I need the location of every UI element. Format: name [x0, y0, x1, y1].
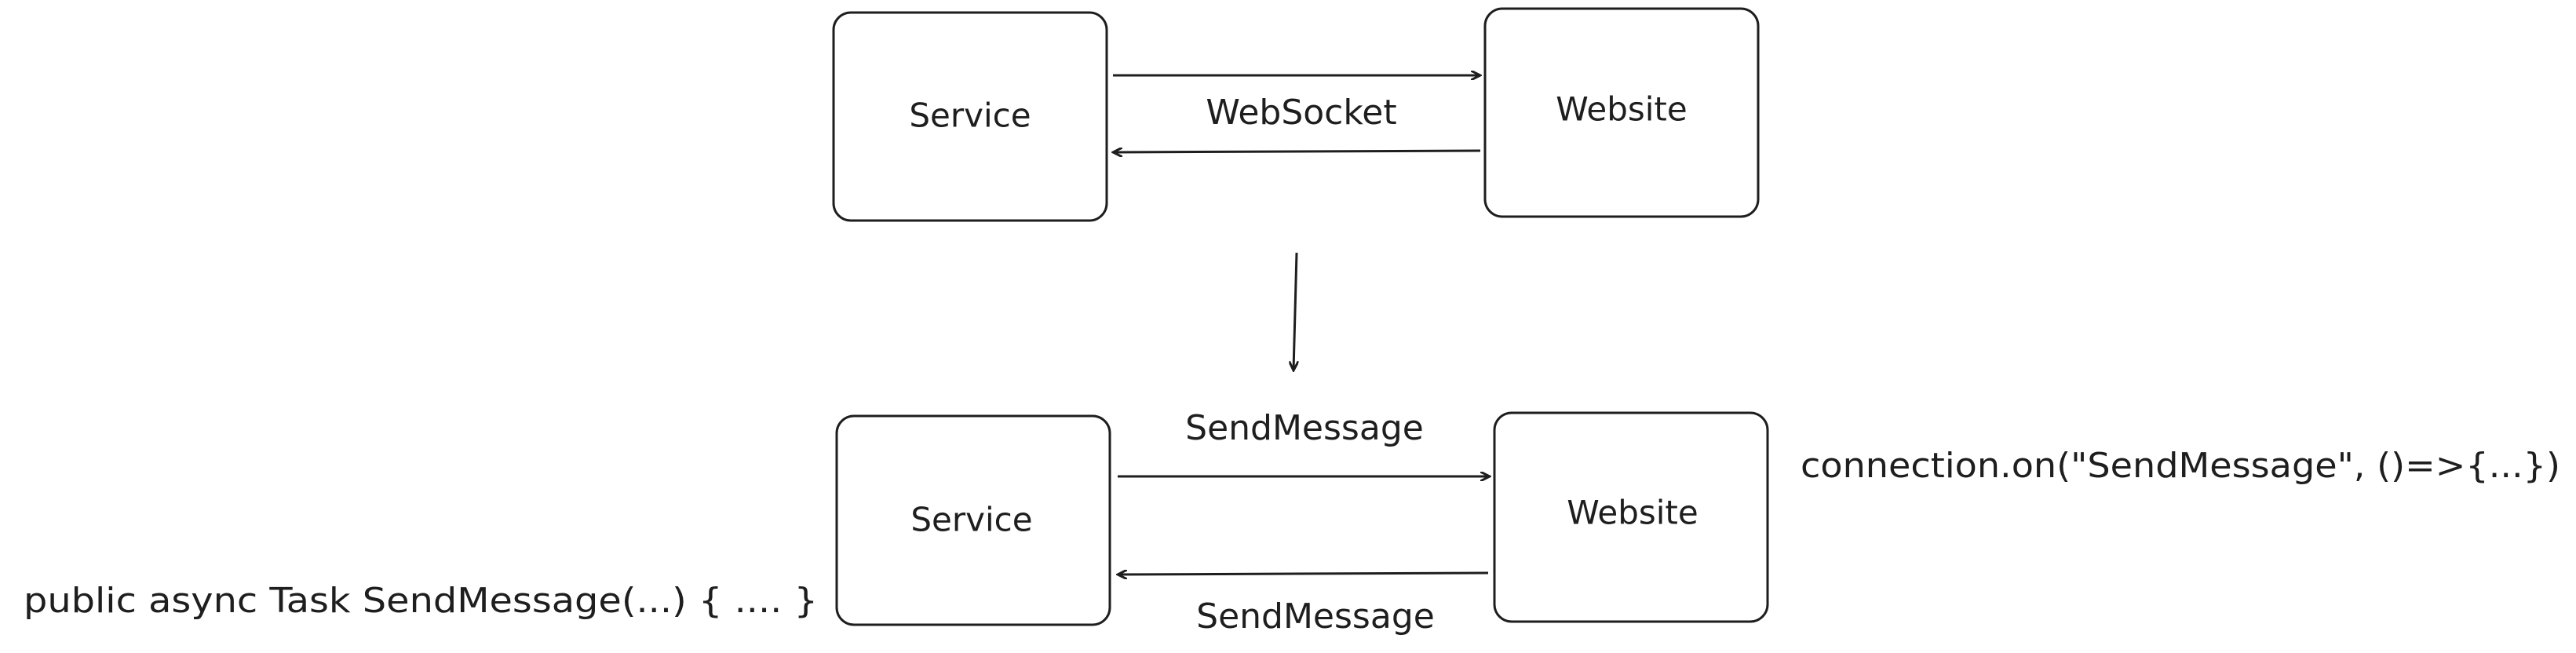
top-website-node: Website	[1483, 7, 1760, 218]
top-website-label: Website	[1556, 90, 1687, 129]
top-service-node: Service	[832, 11, 1108, 222]
bottom-service-node: Service	[835, 414, 1111, 626]
send-message-top-label: SendMessage	[1185, 408, 1424, 448]
bottom-arrow-to-service	[1118, 573, 1489, 575]
top-service-label: Service	[909, 97, 1031, 135]
server-code-label: public async Task SendMessage(...) { ...…	[24, 581, 818, 621]
client-code-label: connection.on("SendMessage", ()=>{...})	[1801, 446, 2560, 486]
bottom-service-label: Service	[910, 501, 1032, 539]
bottom-website-node: Website	[1493, 411, 1769, 623]
top-arrow-to-service	[1113, 151, 1481, 152]
send-message-bottom-label: SendMessage	[1196, 596, 1435, 637]
transition-arrow	[1293, 252, 1297, 370]
bottom-website-label: Website	[1567, 494, 1698, 532]
websocket-label: WebSocket	[1206, 93, 1396, 133]
